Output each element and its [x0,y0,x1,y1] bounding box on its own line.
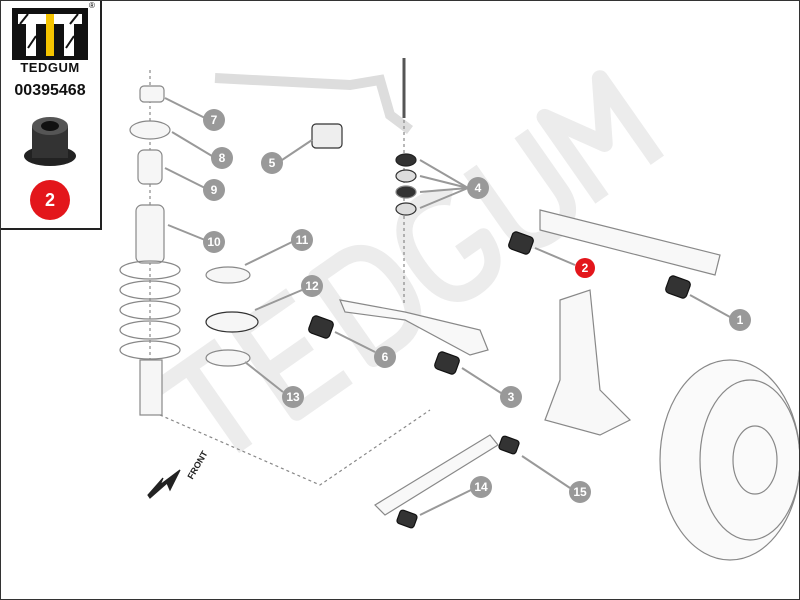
front-arrow-icon [147,469,181,499]
strut-bearing [129,120,171,140]
shock-body [139,359,163,416]
position-badge: 2 [30,180,70,220]
lower-arm [339,299,489,356]
coil-spring [119,260,181,360]
registered-mark: ® [89,1,95,10]
spring-seat-upper [205,266,251,284]
callout-7[interactable]: 7 [203,109,225,131]
bump-stop [137,149,163,185]
bushing-product-image [24,117,76,166]
callout-5[interactable]: 5 [261,152,283,174]
stabilizer-bushing [311,123,343,149]
link-bushings [395,153,417,216]
product-panel: ® TEDGUM 00395468 2 [0,0,102,230]
callout-4[interactable]: 4 [467,177,489,199]
part-number: 00395468 [14,82,86,99]
callout-14[interactable]: 14 [470,476,492,498]
callout-9[interactable]: 9 [203,179,225,201]
leader-lines [164,97,731,516]
spring-seat-lower [205,349,251,367]
arm-bushings [308,231,691,529]
callout-11[interactable]: 11 [291,229,313,251]
callout-2-highlighted[interactable]: 2 [575,258,595,278]
knuckle [544,289,632,436]
callout-15[interactable]: 15 [569,481,591,503]
callout-6[interactable]: 6 [374,346,396,368]
top-mount [139,85,165,103]
tedgum-logo [12,8,88,60]
wheel [659,359,800,561]
strut-bearing-ring [205,311,259,333]
stabilizer-bar [214,73,413,134]
callout-3[interactable]: 3 [500,386,522,408]
callout-10[interactable]: 10 [203,231,225,253]
brand-name: TEDGUM [20,60,80,75]
lateral-link [374,434,499,516]
upper-arm [539,209,721,276]
callout-8[interactable]: 8 [211,147,233,169]
dust-boot [135,204,165,264]
callout-1[interactable]: 1 [729,309,751,331]
callout-12[interactable]: 12 [301,275,323,297]
callout-13[interactable]: 13 [282,386,304,408]
